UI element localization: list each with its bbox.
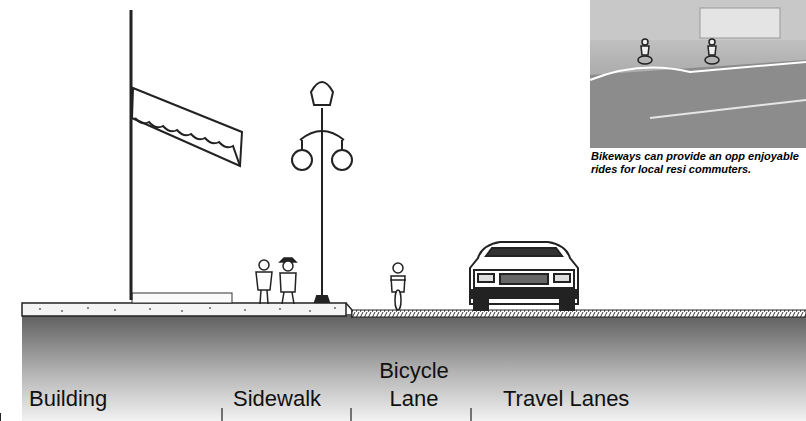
photo-inset: [590, 0, 806, 148]
zone-label: Bicycle Lane: [362, 357, 466, 413]
zone-label: Building: [29, 385, 179, 413]
zone-label: Sidewalk: [233, 385, 343, 413]
building-awning: [131, 10, 242, 300]
cyclist: [390, 263, 406, 310]
road-surface: [346, 303, 806, 318]
zone-label: Travel Lanes: [503, 385, 703, 413]
street-lamp: [292, 82, 352, 302]
car: [470, 242, 578, 310]
ground-band: [22, 314, 806, 421]
pedestrians: [256, 258, 296, 304]
photo-caption: Bikeways can provide an opp enjoyable ri…: [591, 150, 806, 176]
frame-edge: [0, 413, 1, 421]
sidewalk-slab: [22, 293, 346, 316]
